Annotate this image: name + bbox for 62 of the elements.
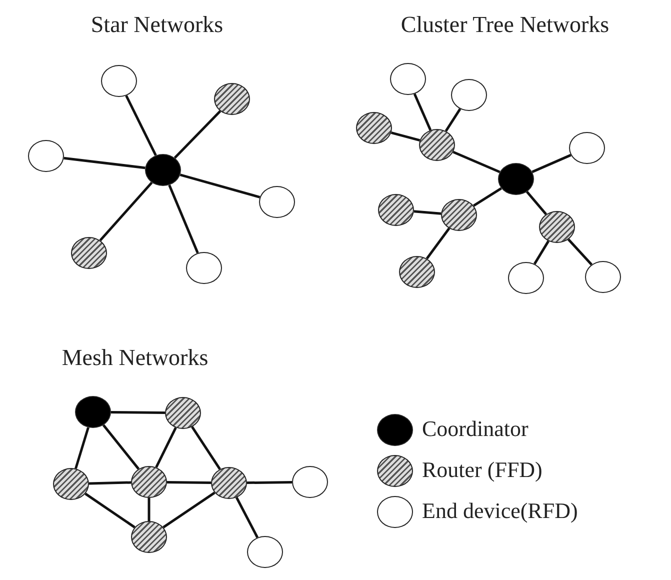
end-device-node [292, 466, 328, 498]
router-node [53, 468, 89, 500]
legend-label: Router (FFD) [422, 457, 542, 483]
router-node [131, 521, 167, 553]
link-line [88, 481, 132, 485]
link-line [473, 187, 502, 207]
router-node [378, 194, 414, 226]
router-node [214, 83, 250, 115]
link-line [162, 492, 216, 528]
link-line [174, 110, 222, 159]
link-line [102, 424, 140, 470]
end-device-node [390, 63, 426, 95]
router-node [211, 467, 247, 499]
end-device-node [28, 140, 64, 172]
legend-label: Coordinator [422, 416, 528, 442]
link-line [452, 150, 500, 174]
link-line [148, 498, 150, 521]
link-line [99, 182, 153, 242]
link-line [444, 108, 462, 132]
router-node [165, 397, 201, 429]
link-line [125, 95, 157, 156]
link-line [413, 93, 432, 131]
end-device-node [451, 79, 487, 111]
router-node [71, 237, 107, 269]
link-line [191, 426, 221, 470]
router-node [399, 256, 435, 288]
network-title: Mesh Networks [62, 345, 208, 371]
router-node [419, 129, 455, 161]
legend-label: End device(RFD) [422, 498, 578, 524]
network-title: Cluster Tree Networks [400, 12, 610, 38]
link-line [426, 228, 450, 260]
link-line [567, 238, 593, 266]
link-line [74, 427, 90, 469]
end-device-node [101, 65, 137, 97]
link-line [235, 496, 259, 538]
link-line [168, 184, 199, 254]
coordinator-node [498, 163, 534, 195]
end-device-node [569, 132, 605, 164]
router-node [356, 112, 392, 144]
link-line [180, 174, 260, 198]
end-device-node [259, 186, 295, 218]
router-node [539, 211, 575, 243]
link-line [155, 427, 177, 468]
coordinator-node [75, 396, 111, 428]
router-node [131, 466, 167, 498]
link-line [64, 156, 146, 170]
coordinator-node [145, 154, 181, 186]
link-line [166, 480, 212, 484]
link-line [246, 480, 292, 484]
end-device-node [508, 262, 544, 294]
link-line [414, 210, 442, 215]
link-line [110, 410, 166, 414]
link-line [84, 492, 136, 528]
end-device-node [585, 261, 621, 293]
end-device-node [247, 536, 283, 568]
link-line [532, 154, 572, 174]
network-title: Star Networks [90, 12, 224, 38]
end-device-node [186, 252, 222, 284]
link-line [390, 131, 420, 142]
router-node [441, 199, 477, 231]
link-line [533, 240, 550, 265]
link-line [526, 190, 548, 216]
